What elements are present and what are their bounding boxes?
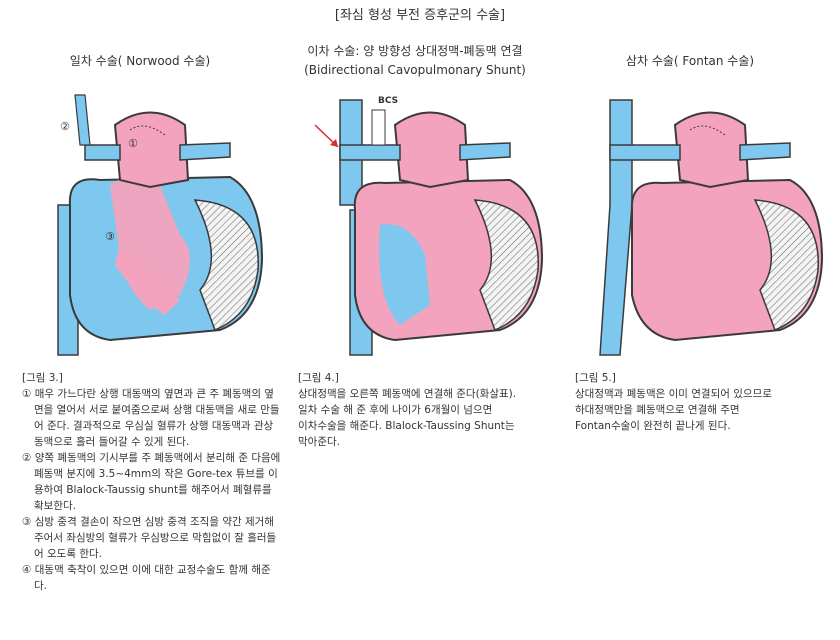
label-bcs: BCS: [378, 96, 398, 106]
bcs-line-1: 상대정맥을 오른쪽 폐동맥에 연결해 준다(화살표).: [298, 388, 517, 400]
norwood-title: 일차 수술( Norwood 수술): [25, 52, 255, 71]
bcs-caption: [그림 4.] 상대정맥을 오른쪽 폐동맥에 연결해 준다(화살표). 일차 수…: [298, 370, 558, 450]
fontan-title-line: 삼차 수술( Fontan 수술): [625, 54, 755, 68]
fontan-title: 삼차 수술( Fontan 수술): [575, 52, 805, 71]
fontan-line-2: 하대정맥만을 폐동맥으로 연결해 주면: [575, 404, 740, 416]
label-circled-3: ③: [105, 230, 115, 243]
bcs-title: 이차 수술: 양 방향성 상대정맥-폐동맥 연결 (Bidirectional …: [270, 42, 560, 80]
norwood-item-2: ② 양쪽 폐동맥의 기시부를 주 폐동맥에서 분리해 준 다음에 폐동맥 분지에…: [22, 452, 281, 512]
figure-3-label: [그림 3.]: [22, 372, 63, 384]
norwood-item-4: ④ 대동맥 축착이 있으면 이에 대한 교정수술도 함께 해준다.: [22, 564, 271, 592]
figure-5-label: [그림 5.]: [575, 372, 616, 384]
bcs-line-2: 일차 수술 해 준 후에 나이가 6개월이 넘으면: [298, 404, 493, 416]
label-circled-1: ①: [128, 137, 138, 150]
bcs-title-line-2: (Bidirectional Cavopulmonary Shunt): [304, 63, 526, 77]
page-title: [좌심 형성 부전 증후군의 수술]: [334, 8, 506, 23]
label-circled-2: ②: [60, 120, 70, 133]
bcs-title-line-1: 이차 수술: 양 방향성 상대정맥-폐동맥 연결: [307, 44, 523, 58]
figure-4-label: [그림 4.]: [298, 372, 339, 384]
bcs-heart-illustration: BCS: [314, 96, 544, 356]
norwood-title-line: 일차 수술( Norwood 수술): [69, 54, 211, 68]
norwood-caption: [그림 3.] ① 매우 가느다란 상행 대동맥의 옆면과 큰 주 폐동맥의 옆…: [22, 370, 282, 594]
bcs-line-3: 이차수술을 해준다. Blalock-Taussing Shunt는: [298, 420, 515, 432]
fontan-heart-illustration: [599, 99, 824, 356]
bcs-line-4: 막아준다.: [298, 436, 340, 448]
fontan-line-1: 상대정맥과 폐동맥은 이미 연결되어 있으므로: [575, 388, 772, 400]
fontan-line-3: Fontan수술이 완전히 끝나게 된다.: [575, 420, 731, 432]
norwood-item-1: ① 매우 가느다란 상행 대동맥의 옆면과 큰 주 폐동맥의 옆면을 열어서 서…: [22, 388, 280, 448]
norwood-heart-illustration: ② ① ③: [57, 94, 264, 356]
norwood-item-3: ③ 심방 중격 결손이 작으면 심방 중격 조직을 약간 제거해 주어서 좌심방…: [22, 516, 277, 560]
fontan-caption: [그림 5.] 상대정맥과 폐동맥은 이미 연결되어 있으므로 하대정맥만을 폐…: [575, 370, 830, 434]
